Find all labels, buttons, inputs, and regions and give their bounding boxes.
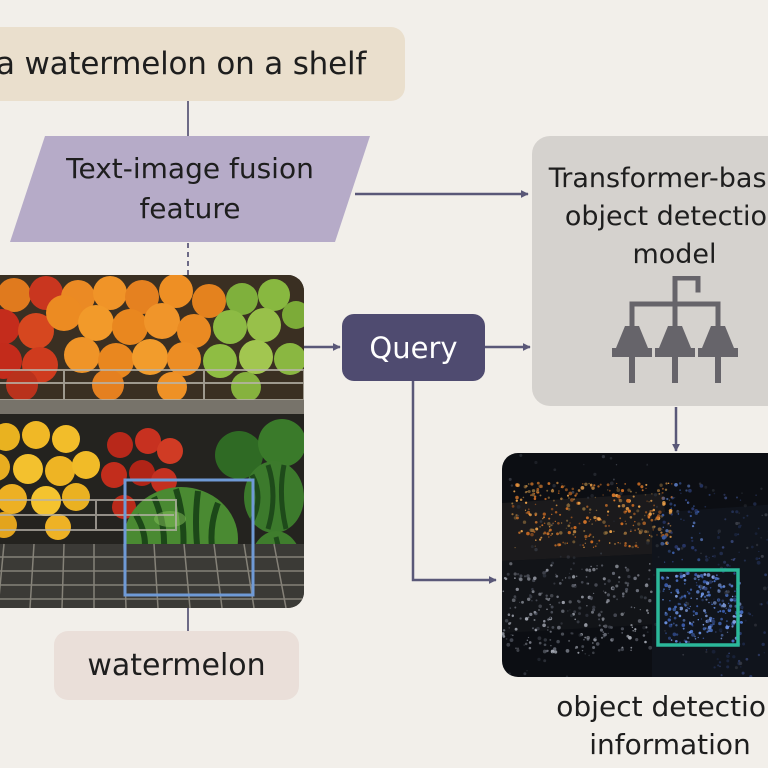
fusion-feature-label-line1: Text-image fusion: [66, 152, 314, 185]
output-label-line1: object detection: [556, 690, 768, 723]
detection-output-label: object detection information: [520, 688, 768, 764]
network-diagram-icon: [612, 276, 738, 383]
fusion-feature-node: Text-image fusion feature: [30, 136, 350, 242]
query-label: Query: [369, 330, 458, 365]
query-to-detection-arrow: [411, 381, 497, 584]
transformer-label-line3: model: [632, 239, 717, 270]
transformer-label-line2: object detection: [564, 201, 768, 232]
produce-shelf-photo: [0, 275, 304, 608]
photo-target-box: [123, 478, 255, 597]
text-prompt-label: a watermelon on a shelf: [0, 46, 367, 82]
keyword-label: watermelon: [87, 648, 266, 683]
query-node: Query: [342, 314, 485, 381]
transformer-model-node: Transformer-based object detection model: [532, 136, 768, 406]
keyword-box: watermelon: [54, 631, 299, 700]
fusion-feature-label-line2: feature: [139, 192, 241, 225]
fusion-feature-shape: [10, 136, 370, 242]
transformer-label-line1: Transformer-based: [548, 163, 768, 194]
output-label-line2: information: [589, 728, 751, 761]
text-prompt-box: a watermelon on a shelf: [0, 27, 405, 101]
detection-output-panel: [502, 453, 768, 677]
detection-target-box: [656, 568, 740, 647]
